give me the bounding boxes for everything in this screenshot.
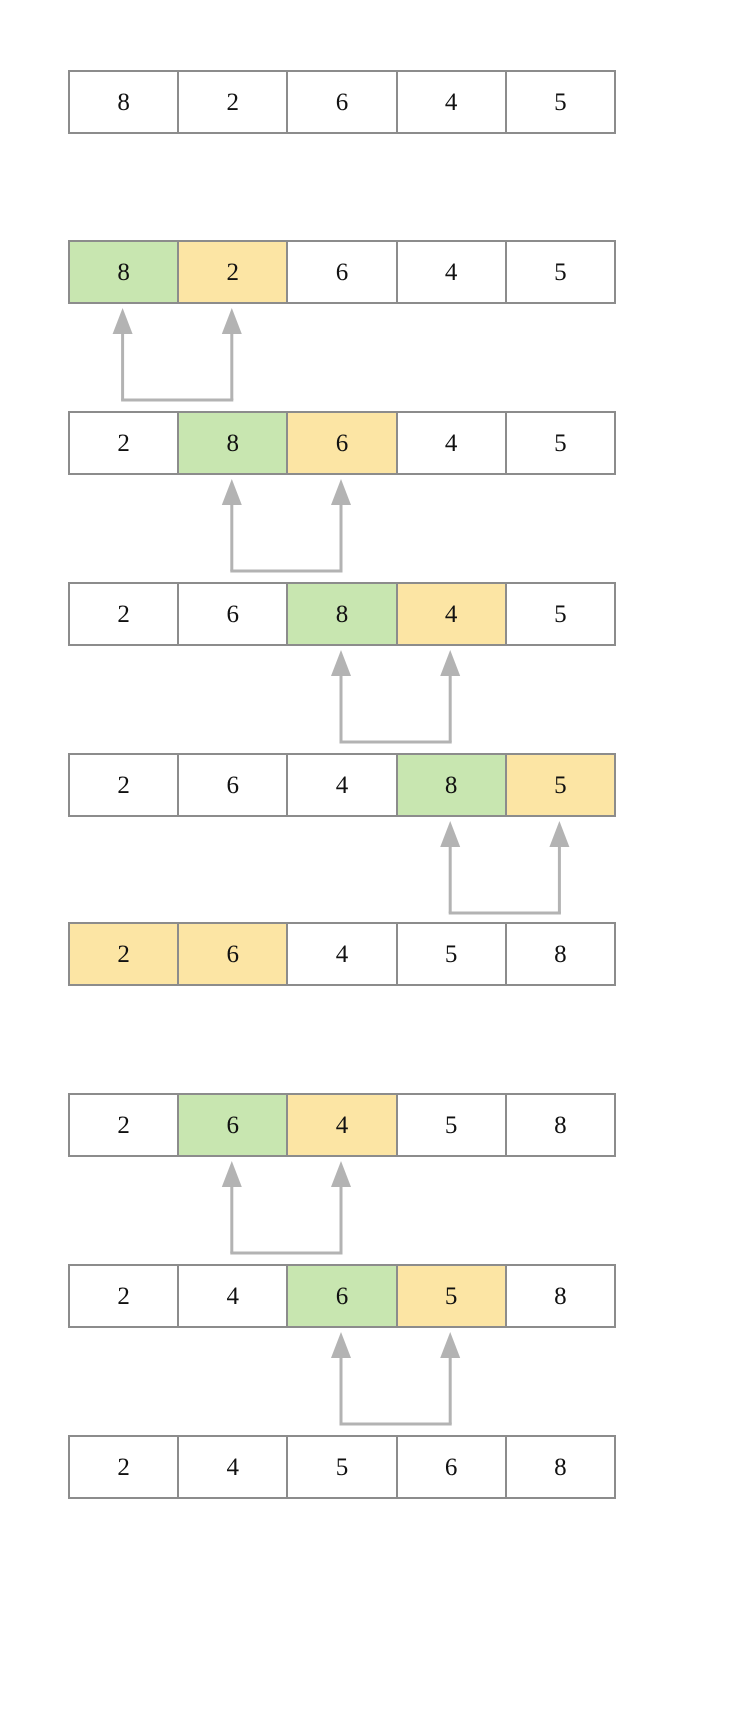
array-cell: 4: [397, 413, 507, 475]
up-arrow-icon: [221, 308, 242, 400]
array-cell: 2: [179, 72, 289, 134]
array-cell: 6: [288, 72, 398, 134]
array-cell: 5: [506, 755, 616, 817]
array-cell: 4: [397, 242, 507, 304]
swap-arrow-connector: [112, 308, 242, 402]
up-arrow-icon: [440, 821, 461, 913]
array-cell: 8: [506, 1095, 616, 1157]
array-cell: 5: [397, 1095, 507, 1157]
array-cell: 6: [179, 924, 289, 986]
up-arrow-icon: [331, 479, 351, 571]
up-arrow-icon: [221, 1161, 242, 1253]
array-cell: 5: [397, 924, 507, 986]
swap-arrow-connector: [331, 1332, 461, 1426]
array-cell: 2: [70, 584, 180, 646]
array-cell: 8: [506, 924, 616, 986]
array-cell: 2: [70, 1266, 180, 1328]
array-cell: 5: [506, 72, 616, 134]
array-cell: 2: [70, 1095, 180, 1157]
array-cell: 8: [70, 72, 180, 134]
up-arrow-icon: [112, 308, 133, 400]
array-cell: 8: [506, 1437, 616, 1499]
up-arrow-icon: [549, 821, 570, 913]
swap-arrow-connector: [440, 821, 570, 915]
array-cell: 4: [179, 1437, 289, 1499]
array-cell: 6: [397, 1437, 507, 1499]
array-cell: 5: [506, 584, 616, 646]
array-cell: 6: [288, 413, 398, 475]
array-cell: 5: [288, 1437, 398, 1499]
array-cell: 8: [506, 1266, 616, 1328]
swap-arrow-connector: [331, 650, 461, 744]
swap-arrow-connector: [221, 1161, 351, 1255]
array-cell: 5: [506, 242, 616, 304]
array-cell: 8: [288, 584, 398, 646]
array-cell: 4: [397, 584, 507, 646]
swap-arrow-connector: [221, 479, 351, 573]
array-cell: 8: [179, 413, 289, 475]
array-cell: 2: [70, 755, 180, 817]
array-cell: 4: [288, 755, 398, 817]
array-cell: 6: [179, 755, 289, 817]
array-cell: 4: [397, 72, 507, 134]
array-cell: 8: [70, 242, 180, 304]
array-cell: 2: [70, 924, 180, 986]
array-cell: 6: [288, 1266, 398, 1328]
array-cell: 8: [397, 755, 507, 817]
array-cell: 4: [179, 1266, 289, 1328]
array-cell: 6: [179, 1095, 289, 1157]
up-arrow-icon: [440, 1332, 461, 1424]
array-cell: 4: [288, 924, 398, 986]
array-cell: 5: [506, 413, 616, 475]
up-arrow-icon: [331, 1161, 351, 1253]
up-arrow-icon: [331, 650, 351, 742]
up-arrow-icon: [221, 479, 242, 571]
array-cell: 2: [70, 413, 180, 475]
up-arrow-icon: [440, 650, 461, 742]
array-cell: 2: [179, 242, 289, 304]
up-arrow-icon: [331, 1332, 351, 1424]
array-cell: 2: [70, 1437, 180, 1499]
array-cell: 4: [288, 1095, 398, 1157]
array-cell: 5: [397, 1266, 507, 1328]
array-cell: 6: [179, 584, 289, 646]
array-cell: 6: [288, 242, 398, 304]
